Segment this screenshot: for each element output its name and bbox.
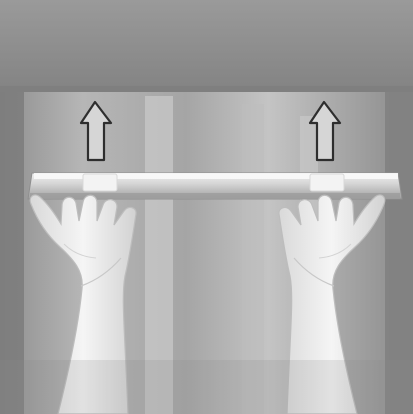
floor-shadow <box>0 360 413 414</box>
ceiling-edge <box>0 86 413 92</box>
adhesive-pad <box>83 174 117 191</box>
adhesive-pad <box>310 174 344 191</box>
ceiling <box>0 0 413 92</box>
